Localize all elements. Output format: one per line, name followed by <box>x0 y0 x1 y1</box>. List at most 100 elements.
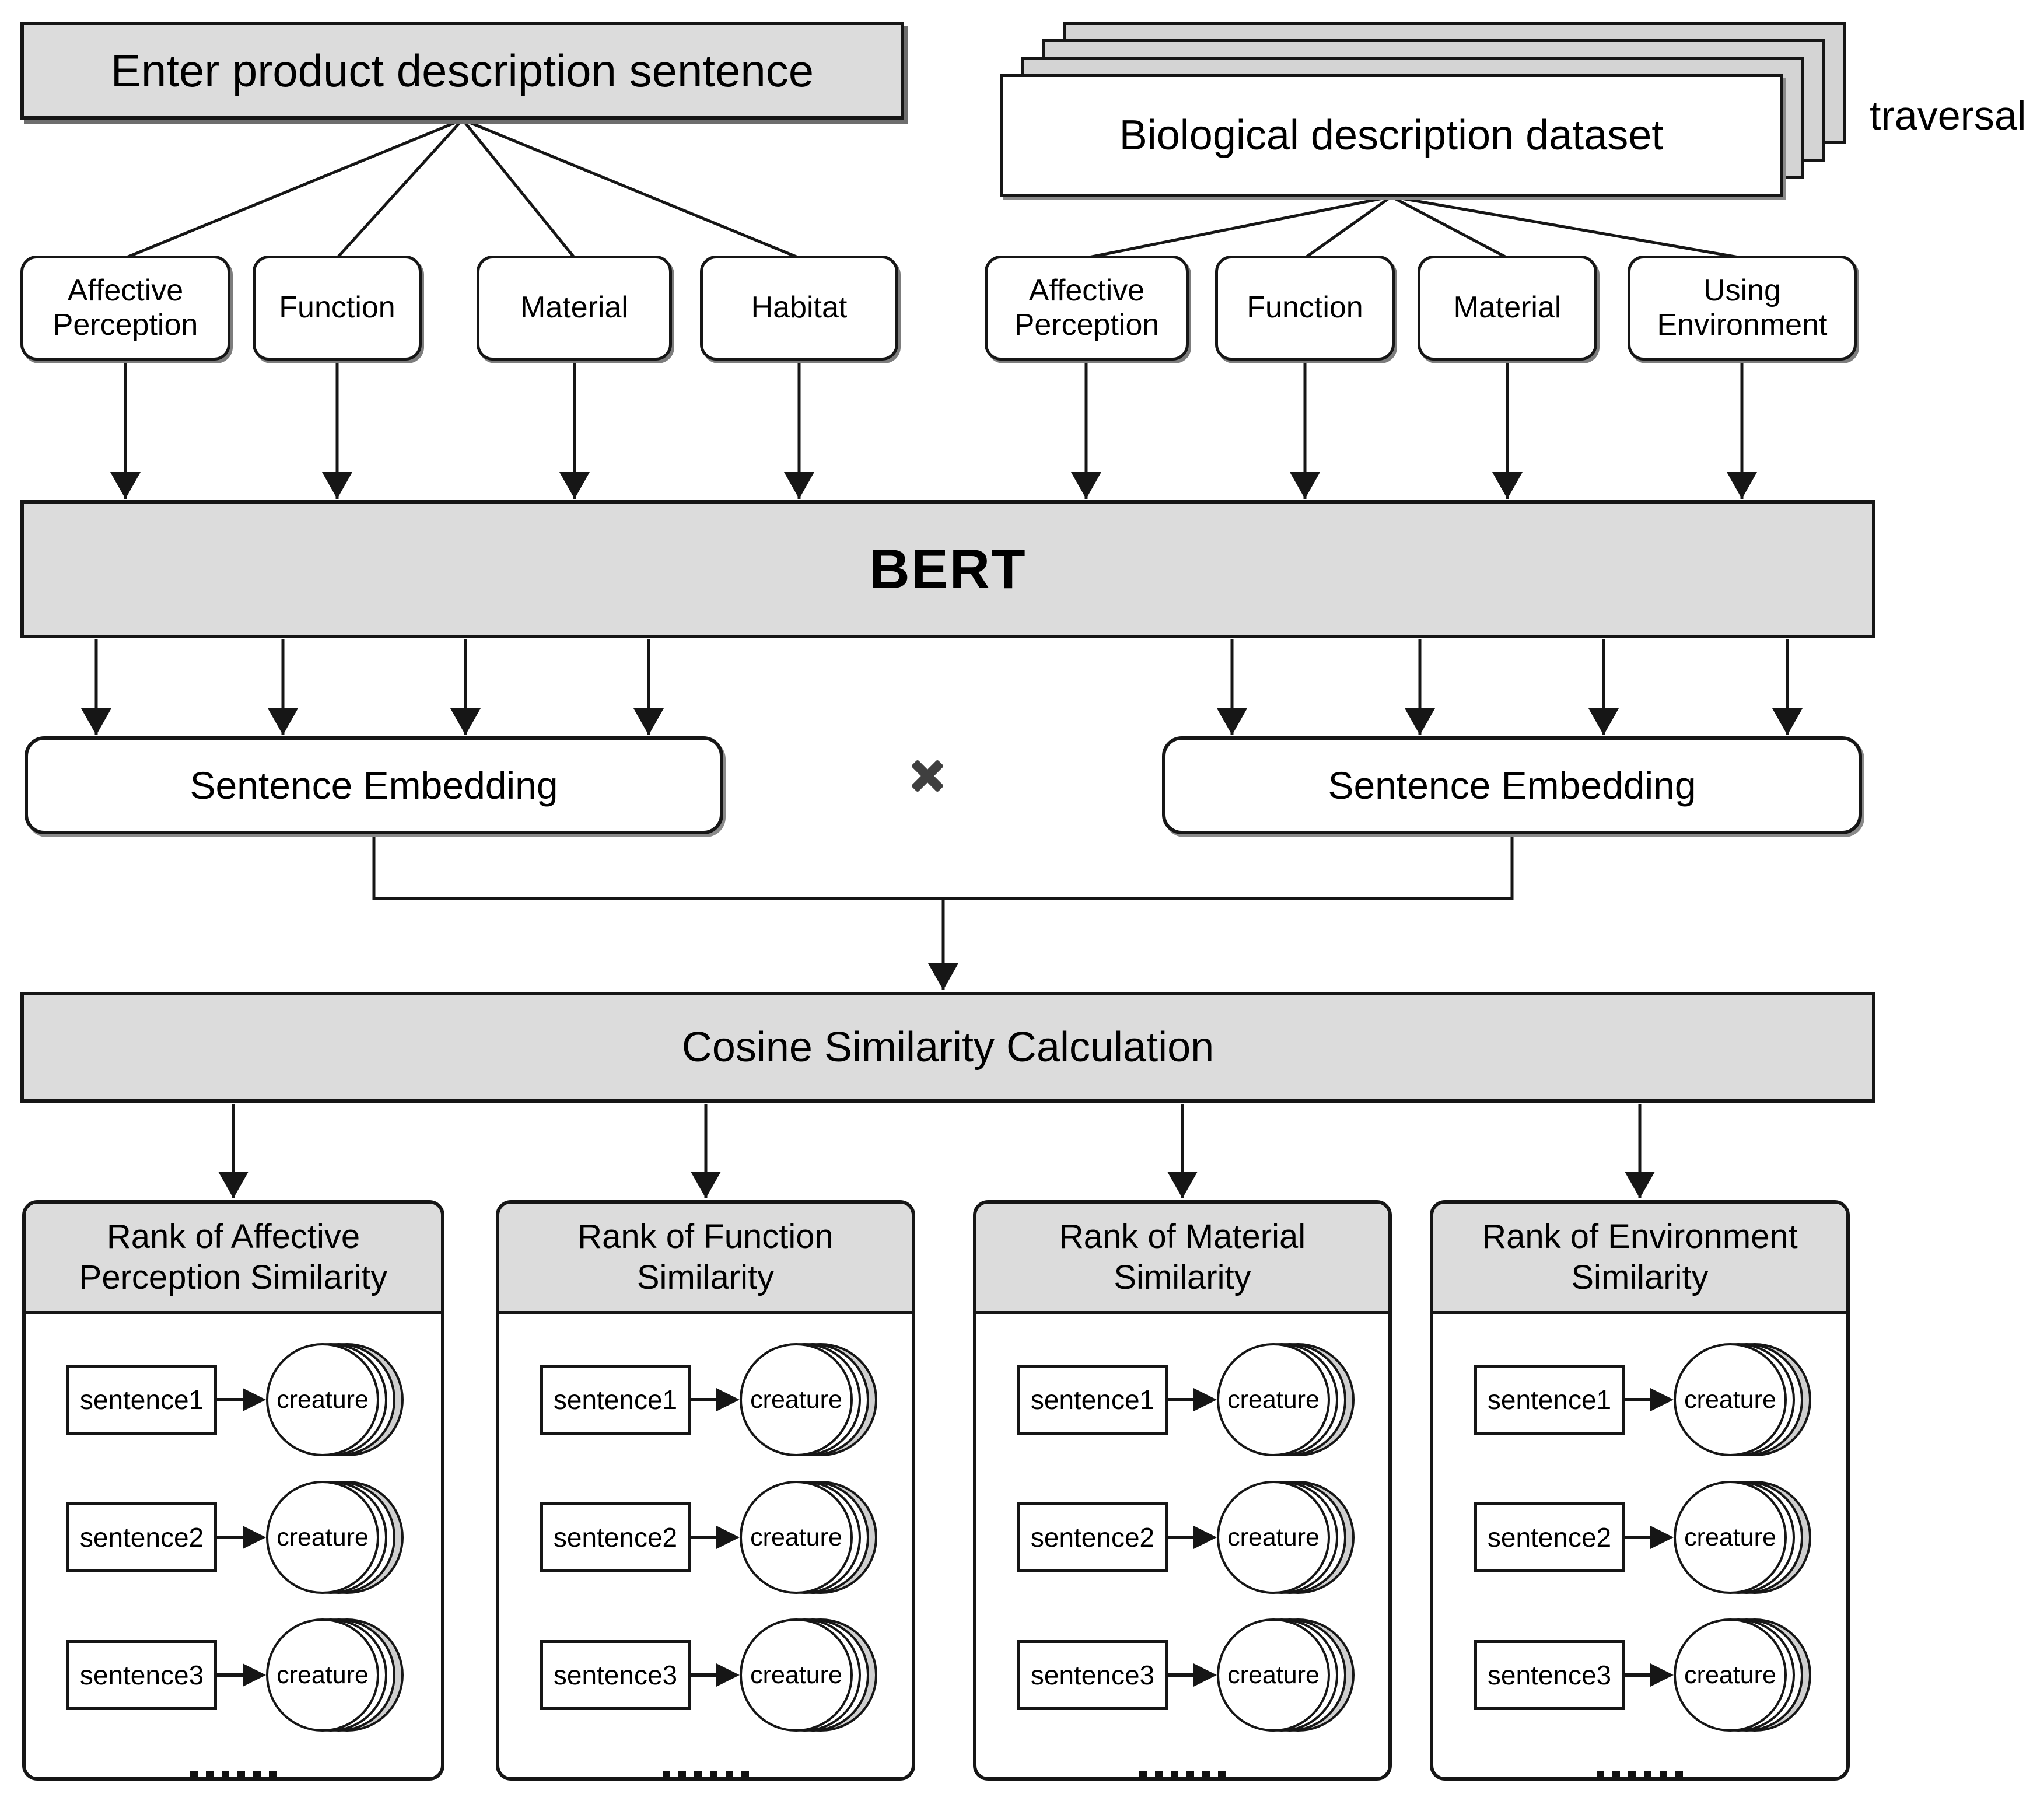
rank-row: sentence2 creature <box>1017 1479 1388 1596</box>
rank-panel-title: Rank of Environment Similarity <box>1433 1204 1846 1314</box>
ellipsis-dot <box>1644 1771 1651 1777</box>
row-arrow-head-icon <box>1194 1388 1217 1411</box>
creature-stack: creature <box>266 1341 406 1458</box>
row-arrow-line <box>1168 1398 1194 1401</box>
more-results-ellipsis <box>26 1771 441 1777</box>
row-arrow-head-icon <box>716 1663 740 1687</box>
ellipsis-dot <box>662 1771 670 1777</box>
ellipsis-dot <box>190 1771 198 1777</box>
row-arrow-head-icon <box>1650 1526 1674 1549</box>
rank-panel-rank-of-affective-perception-similarity: Rank of Affective Perception Similarity s… <box>22 1200 444 1781</box>
ellipsis-dot <box>222 1771 229 1777</box>
ellipsis-dot <box>1675 1771 1683 1777</box>
rank-panel-title: Rank of Affective Perception Similarity <box>26 1204 441 1314</box>
product-description-input-box: Enter product description sentence <box>20 22 904 120</box>
ellipsis-dot <box>1202 1771 1210 1777</box>
row-arrow-line <box>217 1536 243 1539</box>
ellipsis-dot <box>1218 1771 1226 1777</box>
product-category-material: Material <box>477 256 672 361</box>
sentence-box-sentence1: sentence1 <box>1017 1365 1168 1435</box>
creature-stack: creature <box>740 1341 880 1458</box>
creature-stack: creature <box>1674 1617 1814 1733</box>
ellipsis-dot <box>253 1771 261 1777</box>
row-arrow-head-icon <box>1650 1388 1674 1411</box>
dataset-category-function: Function <box>1215 256 1395 361</box>
creature-circle: creature <box>1674 1481 1787 1594</box>
sentence-box-sentence1: sentence1 <box>66 1365 217 1435</box>
ellipsis-dot <box>1628 1771 1636 1777</box>
row-arrow-head-icon <box>1650 1663 1674 1687</box>
sentence-box-sentence2: sentence2 <box>1017 1502 1168 1572</box>
ellipsis-dot <box>709 1771 718 1777</box>
creature-circle: creature <box>740 1618 853 1732</box>
row-arrow-line <box>217 1673 243 1677</box>
creature-circle: creature <box>266 1343 379 1456</box>
rank-panel-title: Rank of Function Similarity <box>499 1204 912 1314</box>
creature-stack: creature <box>266 1479 406 1596</box>
ellipsis-dot <box>1660 1771 1667 1777</box>
creature-circle: creature <box>740 1343 853 1456</box>
ellipsis-dot <box>206 1771 214 1777</box>
row-arrow-line <box>1625 1673 1650 1677</box>
cosine-to-rank-arrows <box>218 1104 1655 1198</box>
rank-panel-title: Rank of Material Similarity <box>977 1204 1388 1314</box>
rank-panel-rank-of-material-similarity: Rank of Material Similarity sentence1 crea… <box>973 1200 1392 1781</box>
row-arrow-head-icon <box>243 1526 266 1549</box>
embedding-merge-connector <box>372 835 1514 990</box>
ellipsis-dot <box>237 1771 245 1777</box>
sentence-box-sentence2: sentence2 <box>540 1502 691 1572</box>
ellipsis-dot <box>1612 1771 1620 1777</box>
row-arrow-line <box>1625 1398 1650 1401</box>
row-arrow-head-icon <box>243 1663 266 1687</box>
creature-circle: creature <box>266 1618 379 1732</box>
traversal-label: traversal <box>1870 93 2027 138</box>
ellipsis-dot <box>1171 1771 1178 1777</box>
sentence-box-sentence3: sentence3 <box>540 1640 691 1710</box>
category-to-bert-arrows <box>110 362 1757 499</box>
dataset-category-affective-perception: Affective Perception <box>985 256 1189 361</box>
ellipsis-dot <box>1155 1771 1163 1777</box>
ellipsis-dot <box>725 1771 733 1777</box>
rank-row: sentence1 creature <box>1017 1341 1388 1458</box>
creature-circle: creature <box>1217 1618 1330 1732</box>
row-arrow-head-icon <box>1194 1526 1217 1549</box>
ellipsis-dot <box>1139 1771 1147 1777</box>
row-arrow-head-icon <box>716 1526 740 1549</box>
ellipsis-dot <box>269 1771 276 1777</box>
dataset-sentence-embedding-box: Sentence Embedding <box>1162 736 1862 834</box>
creature-stack: creature <box>1674 1479 1814 1596</box>
rank-row: sentence1 creature <box>66 1341 441 1458</box>
rank-row: sentence3 creature <box>540 1617 912 1733</box>
dataset-category-material: Material <box>1418 256 1597 361</box>
creature-stack: creature <box>1217 1479 1357 1596</box>
ellipsis-dot <box>1597 1771 1604 1777</box>
product-category-affective-perception: Affective Perception <box>20 256 230 361</box>
rank-row: sentence3 creature <box>1474 1617 1846 1733</box>
row-arrow-line <box>691 1673 716 1677</box>
biological-dataset-box: Biological description dataset <box>1000 74 1783 197</box>
sentence-box-sentence3: sentence3 <box>66 1640 217 1710</box>
ellipsis-dot <box>678 1771 686 1777</box>
sentence-box-sentence3: sentence3 <box>1474 1640 1625 1710</box>
row-arrow-line <box>1625 1536 1650 1539</box>
creature-circle: creature <box>266 1481 379 1594</box>
creature-circle: creature <box>1674 1343 1787 1456</box>
more-results-ellipsis <box>499 1771 912 1777</box>
product-fan-lines <box>125 118 800 260</box>
row-arrow-line <box>217 1398 243 1401</box>
bert-to-embedding-arrows <box>81 639 1803 735</box>
row-arrow-line <box>691 1536 716 1539</box>
product-category-habitat: Habitat <box>700 256 898 361</box>
product-category-function: Function <box>253 256 422 361</box>
creature-circle: creature <box>1217 1343 1330 1456</box>
ellipsis-dot <box>694 1771 702 1777</box>
